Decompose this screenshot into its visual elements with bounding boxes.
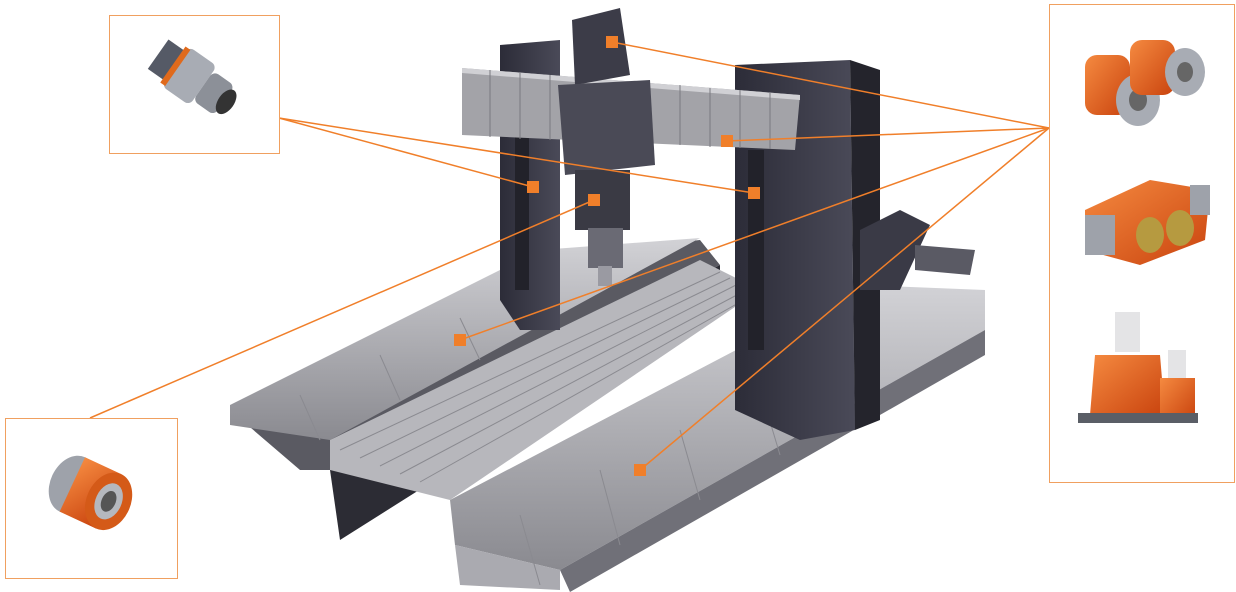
- table-slats: [299, 271, 781, 586]
- planetary-gearbox-icon: [147, 39, 237, 115]
- twin-gearbox-icon: [1085, 40, 1205, 126]
- spindle-head: [558, 8, 655, 286]
- planetary-gearbox-orange-icon: [48, 455, 133, 531]
- callout-box-bottom-left: [5, 418, 178, 579]
- callout-box-top-left: [109, 15, 280, 154]
- angle-gearbox-icon: [1085, 180, 1210, 265]
- rack-pinion-drive-icon: [1078, 312, 1198, 423]
- callout-lines: [89, 41, 1050, 471]
- callout-box-right: [1049, 4, 1235, 483]
- callout-markers: [454, 36, 760, 476]
